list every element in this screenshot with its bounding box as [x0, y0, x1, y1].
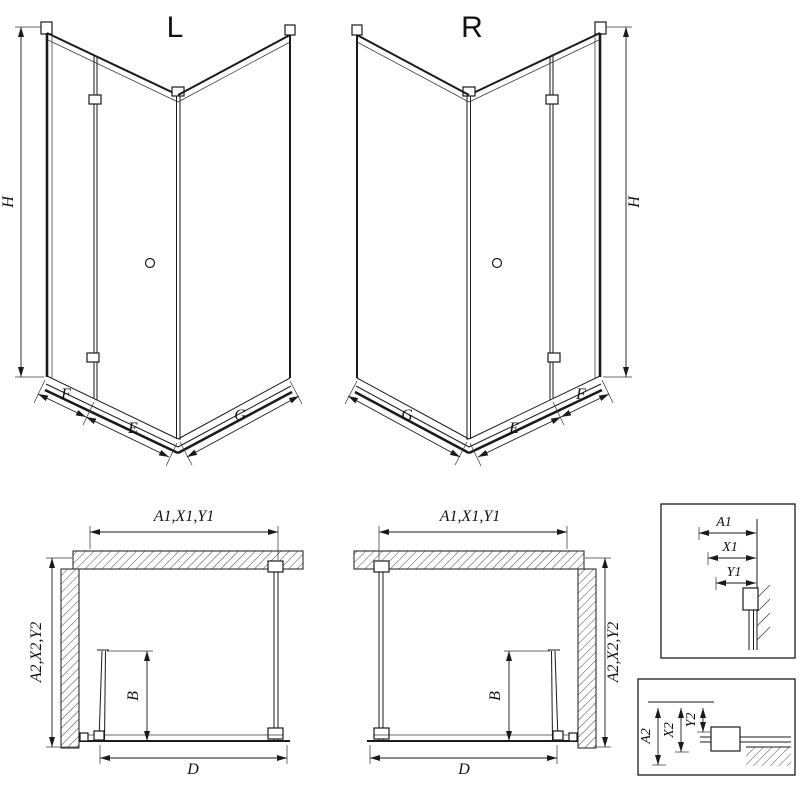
- left-view-side-wall: [171, 24, 296, 440]
- plan-view-left: A1,X1,Y1 A2,X2,Y2 B D: [28, 508, 304, 778]
- b-dimension-label: B: [487, 691, 504, 701]
- door-knob-icon: [491, 257, 503, 269]
- a1-detail-label: A1: [715, 515, 732, 530]
- panel-bracket: [267, 727, 284, 740]
- y1-detail-label: Y1: [727, 565, 742, 580]
- plan-left-b-dimension: B: [107, 650, 153, 741]
- width-dimension-label: A1,X1,Y1: [439, 508, 500, 525]
- height-dimension-label: H: [0, 195, 17, 209]
- detail-box-wall-profile: A1 X1 Y1: [660, 503, 796, 659]
- left-view-door-wall: [40, 21, 179, 400]
- panel-connector: [267, 560, 284, 573]
- plan-right-side-dimension: A2,X2,Y2: [585, 557, 622, 748]
- plan-left-glass-panel: [267, 560, 284, 741]
- door-knob-icon: [144, 257, 156, 269]
- d-dimension-label: D: [457, 761, 470, 778]
- wall-section-right: [577, 568, 597, 749]
- right-view-width-dimensions: F E G: [344, 379, 614, 467]
- g-dimension-label: G: [234, 407, 246, 424]
- tray-section-hatch: [746, 747, 791, 766]
- wall-profile-section: [742, 519, 771, 650]
- right-view-side-wall: [351, 24, 476, 440]
- plan-left-top-dimension: A1,X1,Y1: [89, 508, 279, 560]
- wall-profile-cap: [351, 24, 363, 36]
- door-hinge-icon: [88, 94, 102, 105]
- left-view-tray: [44, 375, 293, 455]
- f-dimension-label: F: [60, 386, 71, 403]
- e-dimension-label: E: [508, 420, 519, 437]
- plan-right-b-dimension: B: [487, 650, 550, 741]
- panel-connector: [373, 560, 390, 573]
- right-view-tray: [354, 375, 603, 455]
- door-pivot: [568, 732, 578, 742]
- wall-profile-cap: [284, 24, 296, 36]
- plan-left-side-dimension: A2,X2,Y2: [28, 557, 79, 748]
- width-dimension-label: A1,X1,Y1: [153, 508, 214, 525]
- plan-view-right: A1,X1,Y1 A2,X2,Y2 B D: [353, 508, 622, 778]
- plan-left-d-dimension: D: [99, 745, 288, 778]
- plan-right-top-dimension: A1,X1,Y1: [378, 508, 568, 560]
- height-dimension-label: H: [626, 195, 643, 209]
- aluminium-profile: [742, 587, 759, 611]
- plan-left-folded-door: [79, 649, 109, 742]
- d-dimension-label: D: [186, 761, 199, 778]
- depth-dimension-label: A2,X2,Y2: [28, 622, 45, 683]
- detail-frame: [660, 503, 796, 659]
- plan-right-glass-panel: [373, 560, 390, 741]
- plan-right-tray-edge: [367, 734, 578, 742]
- left-view-width-dimensions: F E G: [33, 379, 303, 467]
- panel-bracket: [373, 727, 390, 740]
- left-variant-title: L: [167, 11, 184, 44]
- plan-right-folded-door: [548, 649, 578, 742]
- right-variant-title: R: [461, 11, 483, 44]
- detail-box-bottom-profile: A2 X2 Y2: [637, 678, 796, 776]
- bottom-profile-section: [700, 726, 791, 766]
- right-view-door-wall: [468, 21, 607, 400]
- e-dimension-label: E: [127, 420, 138, 437]
- wall-section-left: [60, 568, 80, 749]
- clamp-profile: [710, 726, 741, 752]
- detail-frame: [637, 678, 796, 776]
- door-hinge-icon: [86, 352, 100, 363]
- plan-right-d-dimension: D: [369, 745, 558, 778]
- door-hinge-icon: [547, 352, 561, 363]
- x1-detail-label: X1: [721, 540, 738, 555]
- b-dimension-label: B: [125, 691, 142, 701]
- a2-detail-label: A2: [639, 728, 654, 745]
- wall-section-top: [353, 550, 585, 570]
- wall-section-top: [72, 550, 304, 570]
- door-hinge-icon: [93, 730, 105, 741]
- right-view-height-dimension: H: [603, 26, 643, 378]
- enclosure-3d-right-view: R: [344, 11, 643, 467]
- y2-detail-label: Y2: [684, 713, 699, 728]
- door-hinge-icon: [552, 730, 564, 741]
- f-dimension-label: F: [575, 386, 586, 403]
- door-pivot: [79, 732, 89, 742]
- wall-profile-cap: [594, 21, 607, 35]
- door-hinge-icon: [545, 94, 559, 105]
- left-view-height-dimension: H: [0, 26, 44, 378]
- x2-detail-label: X2: [662, 722, 677, 739]
- wall-profile-cap: [40, 21, 53, 35]
- depth-dimension-label: A2,X2,Y2: [605, 622, 622, 683]
- g-dimension-label: G: [401, 407, 413, 424]
- enclosure-3d-left-view: L: [0, 11, 303, 467]
- plan-left-tray-edge: [79, 734, 290, 742]
